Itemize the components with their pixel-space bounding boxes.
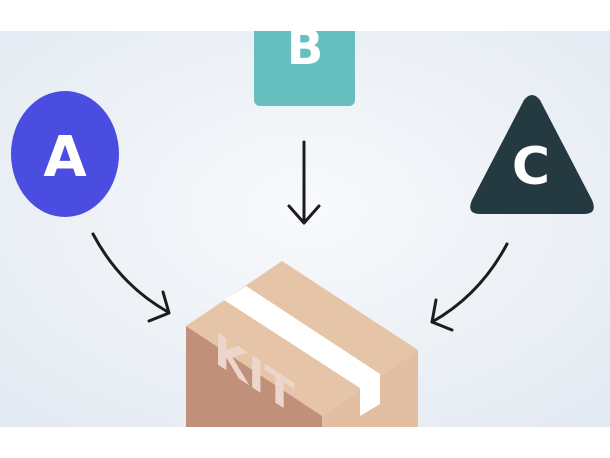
arrow-c-to-box [430, 242, 509, 332]
node-a-label: A [43, 125, 87, 190]
box-front [186, 326, 322, 427]
node-c: C [470, 95, 594, 214]
kit-box: KIT [186, 261, 418, 427]
triangle-shape [470, 95, 594, 214]
node-a: A [11, 91, 119, 217]
box-tape [224, 286, 380, 416]
node-c-label: C [512, 137, 550, 197]
node-b: B [254, 20, 355, 106]
arrow-b-to-box [287, 140, 321, 225]
square-shape [254, 31, 355, 106]
node-b-label: B [287, 20, 324, 76]
arrow-a-to-box [91, 232, 171, 323]
circle-shape [11, 91, 119, 217]
